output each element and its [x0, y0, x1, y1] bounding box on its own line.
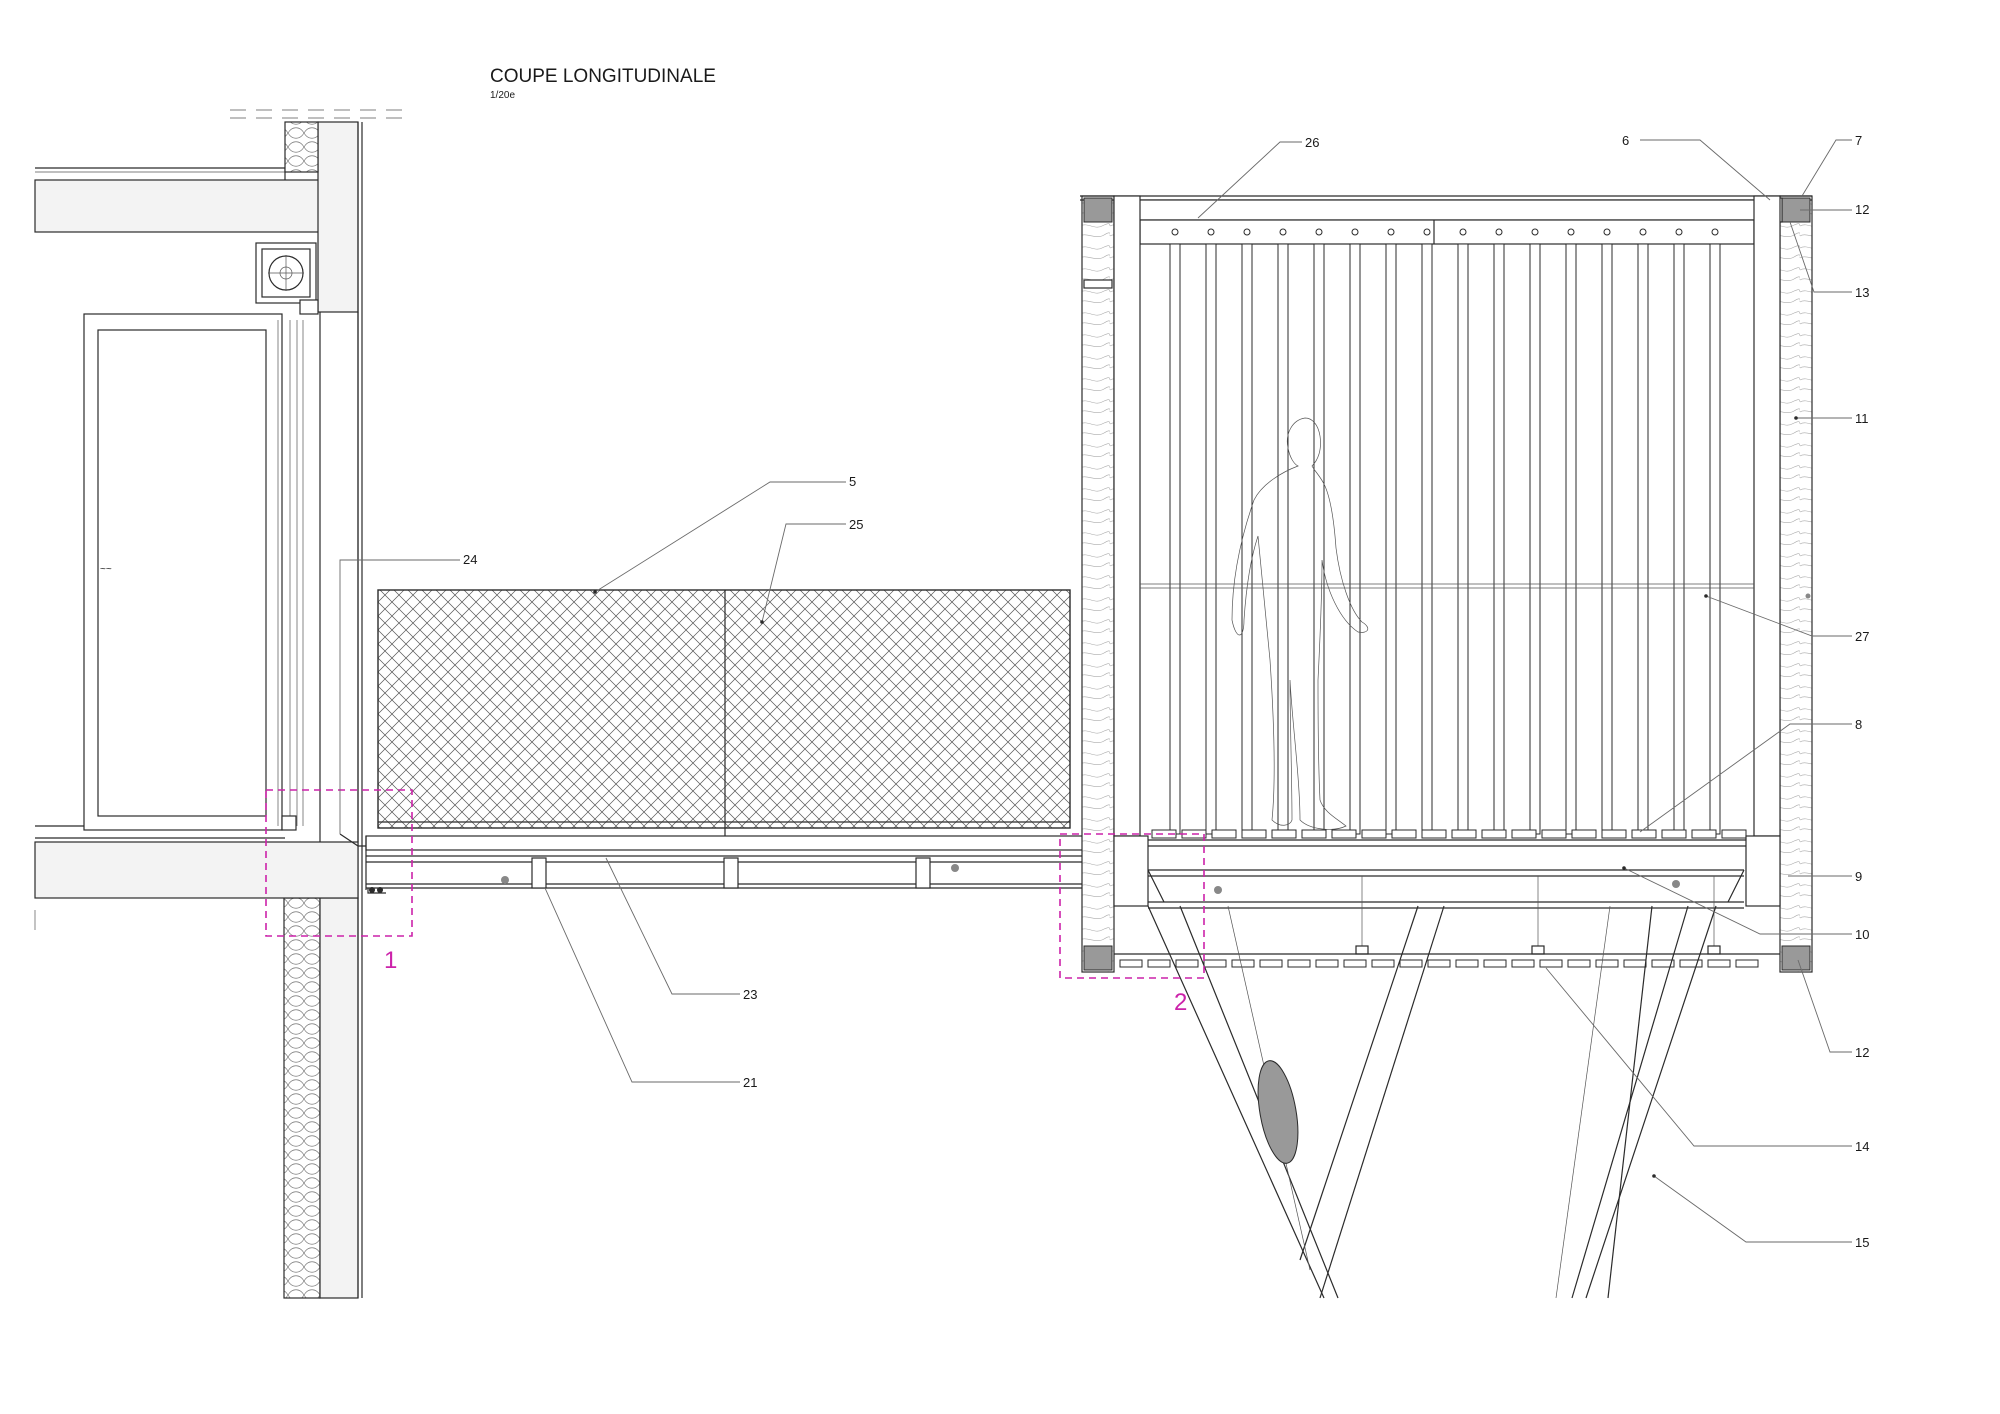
facade-panel — [319, 312, 359, 842]
person-figure — [1231, 417, 1369, 830]
detail-box-1 — [265, 789, 413, 937]
callout-7: 7 — [1855, 133, 1862, 148]
detail-label-2: 2 — [1174, 989, 1187, 1016]
roller-shutter-box — [255, 242, 319, 315]
tree-supports — [1147, 905, 1717, 1299]
callout-15: 15 — [1855, 1235, 1869, 1250]
callout-24: 24 — [463, 552, 477, 567]
floor-slats — [1151, 829, 1747, 839]
detail-box-2 — [1059, 833, 1205, 979]
callout-8: 8 — [1855, 717, 1862, 732]
callout-26: 26 — [1305, 135, 1319, 150]
callout-21: 21 — [743, 1075, 757, 1090]
callout-10: 10 — [1855, 927, 1869, 942]
window-annotation: ~~ — [100, 564, 112, 575]
window: ~~ — [83, 313, 304, 831]
drawing-scale: 1/20e — [490, 90, 515, 101]
callout-5: 5 — [849, 474, 856, 489]
callout-9: 9 — [1855, 869, 1862, 884]
drawing-title: COUPE LONGITUDINALE — [490, 66, 716, 87]
callout-27: 27 — [1855, 629, 1869, 644]
callout-23: 23 — [743, 987, 757, 1002]
leader-dots — [593, 416, 1811, 1178]
detail-label-1: 1 — [384, 947, 397, 974]
cladding-slats — [1169, 243, 1721, 835]
callout-13: 13 — [1855, 285, 1869, 300]
callout-leaders — [339, 139, 1852, 1243]
callout-12-bottom: 12 — [1855, 1045, 1869, 1060]
callout-6: 6 — [1622, 133, 1629, 148]
building-wall — [34, 121, 363, 1299]
callout-12-top: 12 — [1855, 202, 1869, 217]
callout-11: 11 — [1855, 411, 1869, 426]
callout-25: 25 — [849, 517, 863, 532]
callout-14: 14 — [1855, 1139, 1869, 1154]
knot-ellipse — [1257, 1060, 1299, 1164]
footbridge — [339, 589, 1112, 894]
cabin — [1080, 195, 1813, 973]
underside-slats — [1119, 959, 1759, 968]
